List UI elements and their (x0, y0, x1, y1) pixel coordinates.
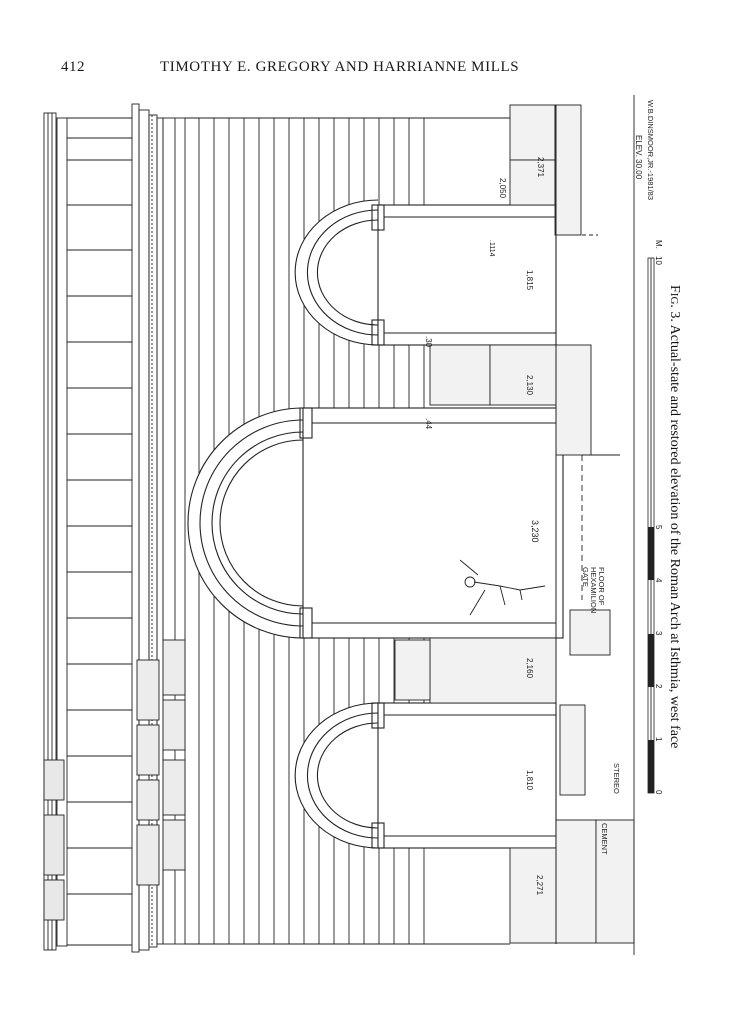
dim-2371: 2,371 (536, 157, 545, 178)
scale-unit: M. (654, 240, 663, 249)
central-arch (187, 407, 564, 639)
dim-2050: 2,050 (498, 178, 507, 199)
dimension-labels: 2,050 2,371 .1114 1,815 .30 2,130 .44 3,… (424, 157, 545, 896)
caption-text: . 3. Actual-state and restored elevation… (667, 304, 682, 748)
scale-tick-10: 10 (654, 256, 663, 265)
caption-prefix-small: IG (668, 293, 680, 305)
dim-2130: 2,130 (525, 375, 534, 396)
scale-tick-4: 4 (654, 578, 663, 583)
dim-1815: 1,815 (525, 270, 534, 291)
drawing-notes: FLOOR OF HEXAMILION GATE STEREO CEMENT E… (581, 100, 655, 855)
scale-tick-5: 5 (654, 525, 663, 530)
note-stereo: STEREO (612, 763, 621, 794)
dim-3230: 3,230 (530, 520, 540, 543)
note-floor-3: GATE (581, 567, 590, 587)
scale-bar: 0 1 2 3 4 5 10 M. (647, 240, 663, 795)
elevation-label: ELEV. 30.00 (634, 135, 643, 180)
dim-2271: 2,271 (535, 875, 544, 896)
dim-1114: .1114 (488, 240, 495, 257)
running-head: TIMOTHY E. GREGORY AND HARRIANNE MILLS (160, 59, 520, 75)
note-cement: CEMENT (600, 823, 609, 855)
dim-44: .44 (424, 418, 433, 430)
actual-state-masonry (394, 104, 635, 944)
lower-side-arch (294, 702, 557, 849)
draftsman-credit: W.B.DINSMOOR,JR.-1981/83 (646, 100, 655, 200)
note-floor-2: HEXAMILION (589, 567, 598, 613)
note-floor-1: FLOOR OF (597, 567, 606, 606)
caption-prefix-big: F (667, 285, 682, 293)
figure-caption: FIG. 3. Actual-state and restored elevat… (667, 285, 682, 748)
scale-tick-0: 0 (654, 790, 663, 795)
scale-tick-3: 3 (654, 631, 663, 636)
attic-courses (67, 137, 132, 895)
arch-linework (43, 95, 635, 955)
dim-2160: 2,160 (525, 658, 534, 679)
upper-side-arch (294, 199, 557, 346)
scale-tick-2: 2 (654, 684, 663, 689)
page-number: 412 (61, 59, 85, 75)
human-scale-figure (459, 559, 546, 616)
dim-30: .30 (424, 336, 433, 348)
dim-1810: 1,810 (525, 770, 534, 791)
scale-tick-1: 1 (654, 737, 663, 742)
